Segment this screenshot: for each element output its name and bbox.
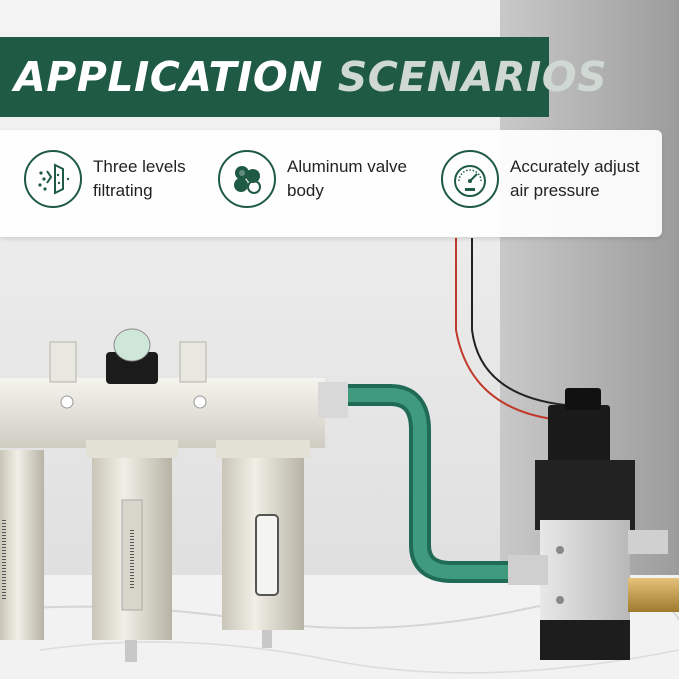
filter-layers-icon bbox=[24, 150, 82, 208]
feature-aluminum-valve: Aluminum valve body bbox=[218, 150, 427, 208]
aluminum-valve-icon bbox=[218, 150, 276, 208]
feature-label: Aluminum valve body bbox=[287, 157, 407, 200]
title-part-1: APPLICATION bbox=[14, 53, 323, 101]
feature-label: Accurately adjust air pressure bbox=[510, 157, 640, 200]
pressure-gauge-icon bbox=[441, 150, 499, 208]
feature-pressure-adjust: Accurately adjust air pressure bbox=[441, 150, 650, 208]
page-title: APPLICATION SCENARIOS bbox=[14, 53, 607, 101]
title-banner: APPLICATION SCENARIOS bbox=[0, 37, 607, 117]
feature-bar: Three levels filtrating Aluminum valve b… bbox=[0, 130, 662, 237]
title-part-2: SCENARIOS bbox=[337, 53, 608, 101]
feature-label: Three levels filtrating bbox=[93, 157, 186, 200]
feature-three-levels: Three levels filtrating bbox=[24, 150, 233, 208]
